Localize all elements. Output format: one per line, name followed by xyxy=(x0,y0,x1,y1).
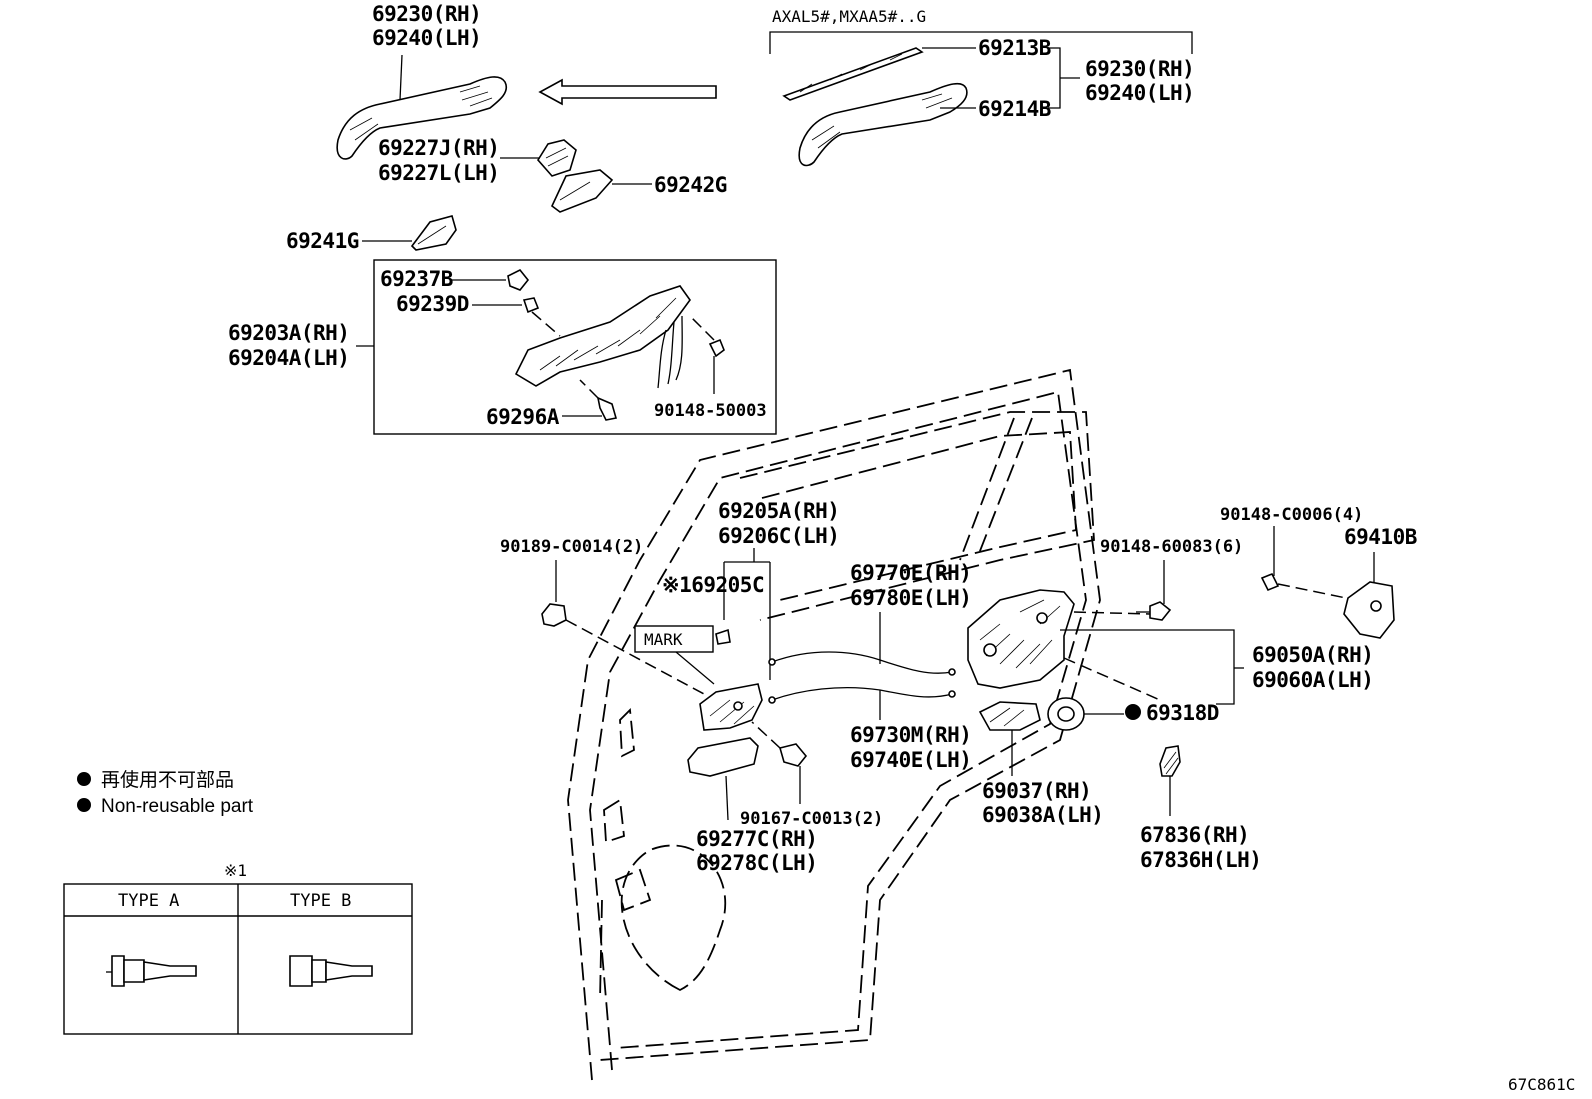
legend-japanese: 再使用不可部品 xyxy=(101,769,234,791)
label-69730m: 69730M(RH) xyxy=(850,723,971,747)
clip-90189[interactable] xyxy=(541,603,567,627)
label-69780e: 69780E(LH) xyxy=(850,586,971,610)
label-90148-c0006: 90148-C0006(4) xyxy=(1220,505,1363,525)
screw-90148-c0006[interactable] xyxy=(1260,572,1347,599)
handle-cap[interactable] xyxy=(537,139,577,177)
label-69296a: 69296A xyxy=(486,405,560,429)
label-69204a: 69204A(LH) xyxy=(228,346,349,370)
non-reusable-mark xyxy=(1125,704,1141,720)
label-69227j: 69227J(RH) xyxy=(378,136,499,160)
door-lock-assembly[interactable] xyxy=(967,589,1075,689)
handle-pad-69241g[interactable] xyxy=(410,215,457,251)
bushing-69239d[interactable] xyxy=(522,297,540,314)
bolt-69296a[interactable] xyxy=(579,379,618,421)
label-69410b: 69410B xyxy=(1344,525,1417,549)
label-69205c: ※169205C xyxy=(662,573,764,597)
label-69230-rh-right: 69230(RH) xyxy=(1085,57,1194,81)
outside-handle-right[interactable] xyxy=(798,82,968,167)
handle-frame-assembly[interactable] xyxy=(514,285,691,389)
lock-cable-69770e[interactable] xyxy=(768,651,956,676)
model-code-label: AXAL5#,MXAA5#..G xyxy=(772,7,926,26)
label-69240-lh-top: 69240(LH) xyxy=(372,26,481,50)
frame-assembly-box xyxy=(373,259,777,435)
handle-pad-69242g[interactable] xyxy=(551,169,614,213)
label-90148-60083: 90148-60083(6) xyxy=(1100,537,1243,557)
pin-69237b[interactable] xyxy=(507,268,530,291)
direction-arrow-icon xyxy=(538,78,717,106)
screw-90167[interactable] xyxy=(751,721,808,767)
type-table-note: ※1 xyxy=(224,861,247,880)
screw-90148-50003[interactable] xyxy=(689,315,725,358)
type-a-header: TYPE A xyxy=(118,891,179,911)
grommet-67836[interactable] xyxy=(1159,745,1181,777)
washer-69318d[interactable] xyxy=(1047,697,1085,731)
diagram-code: 67C861C xyxy=(1508,1075,1575,1094)
label-69740e: 69740E(LH) xyxy=(850,748,971,772)
label-69242g: 69242G xyxy=(654,173,727,197)
clip-69205c[interactable] xyxy=(715,628,731,645)
label-69203a: 69203A(RH) xyxy=(228,321,349,345)
label-90148-50003: 90148-50003 xyxy=(654,401,767,421)
striker-bracket-69410b[interactable] xyxy=(1343,581,1395,639)
label-69230-rh-top: 69230(RH) xyxy=(372,2,481,26)
inside-handle-assembly[interactable] xyxy=(699,683,763,731)
screw-90148-60083[interactable] xyxy=(1136,601,1172,621)
type-table: TYPE A TYPE B xyxy=(63,883,413,1035)
label-69205a: 69205A(RH) xyxy=(718,499,839,523)
mark-label: MARK xyxy=(644,630,683,649)
label-69770e: 69770E(RH) xyxy=(850,561,971,585)
label-69240-lh-right: 69240(LH) xyxy=(1085,81,1194,105)
outside-handle-top-left[interactable] xyxy=(336,76,508,160)
legend-bullet-jp xyxy=(77,772,91,786)
label-69213b: 69213B xyxy=(978,36,1051,60)
label-69241g: 69241G xyxy=(286,229,359,253)
rear-door-outline xyxy=(567,368,1101,1081)
lock-cable-69730m[interactable] xyxy=(768,686,956,704)
label-90189-c0014: 90189-C0014(2) xyxy=(500,537,643,557)
type-b-header: TYPE B xyxy=(290,891,351,911)
label-69206c: 69206C(LH) xyxy=(718,524,839,548)
handle-cover-strip[interactable] xyxy=(782,47,924,101)
legend-english: Non-reusable part xyxy=(101,796,254,817)
label-67836h: 67836H(LH) xyxy=(1140,848,1261,872)
label-69214b: 69214B xyxy=(978,97,1051,121)
label-69277c: 69277C(RH) xyxy=(696,827,817,851)
label-69227l: 69227L(LH) xyxy=(378,161,499,185)
label-69050a: 69050A(RH) xyxy=(1252,643,1373,667)
label-67836: 67836(RH) xyxy=(1140,823,1249,847)
label-69237b: 69237B xyxy=(380,267,453,291)
label-69038a: 69038A(LH) xyxy=(982,803,1103,827)
label-90167-c0013: 90167-C0013(2) xyxy=(740,809,883,829)
type-a-clip-icon xyxy=(106,955,197,987)
mark-box xyxy=(634,625,714,653)
inside-handle-bezel[interactable] xyxy=(687,737,759,777)
label-69239d: 69239D xyxy=(396,292,469,316)
type-b-clip-icon xyxy=(289,955,373,987)
label-69318d: 69318D xyxy=(1146,701,1219,725)
label-69278c: 69278C(LH) xyxy=(696,851,817,875)
legend-non-reusable: 再使用不可部品 Non-reusable part xyxy=(77,769,254,817)
label-69037: 69037(RH) xyxy=(982,779,1091,803)
legend-bullet-en xyxy=(77,798,91,812)
label-69060a: 69060A(LH) xyxy=(1252,668,1373,692)
lock-cover-69037[interactable] xyxy=(978,701,1041,731)
